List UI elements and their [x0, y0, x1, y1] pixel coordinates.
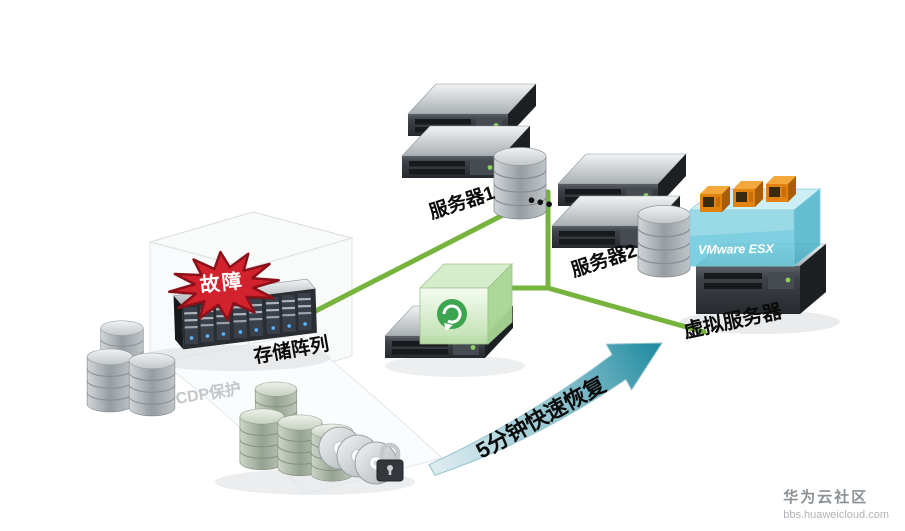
virtual-server-icon	[688, 176, 827, 314]
vm-box-icon	[700, 186, 730, 212]
watermark-site-name: 华为云社区	[783, 489, 869, 506]
more-servers-ellipsis: •••	[525, 189, 557, 217]
watermark: 华为云社区 bbs.huaweicloud.com	[783, 486, 889, 521]
label-vmware-esx: VMware ESX	[697, 241, 774, 257]
vm-box-icon	[733, 181, 763, 207]
appliance-logo-icon	[437, 299, 467, 331]
database-stack-icon	[87, 349, 133, 412]
database-stack-icon	[638, 206, 690, 278]
database-stack-icon	[129, 353, 175, 416]
cdp-media-cluster	[240, 382, 404, 485]
shadows	[140, 310, 840, 495]
backup-appliance-icon	[384, 263, 514, 359]
vm-box-icon	[766, 176, 796, 202]
database-stack-icon	[240, 409, 284, 470]
padlock-icon	[376, 442, 404, 482]
recovery-arrow-icon	[428, 342, 663, 476]
disk-modules	[183, 292, 312, 345]
watermark-site-url: bbs.huaweicloud.com	[783, 509, 889, 521]
label-fault-status: 故障	[198, 270, 245, 297]
fault-starburst-icon	[168, 250, 280, 322]
